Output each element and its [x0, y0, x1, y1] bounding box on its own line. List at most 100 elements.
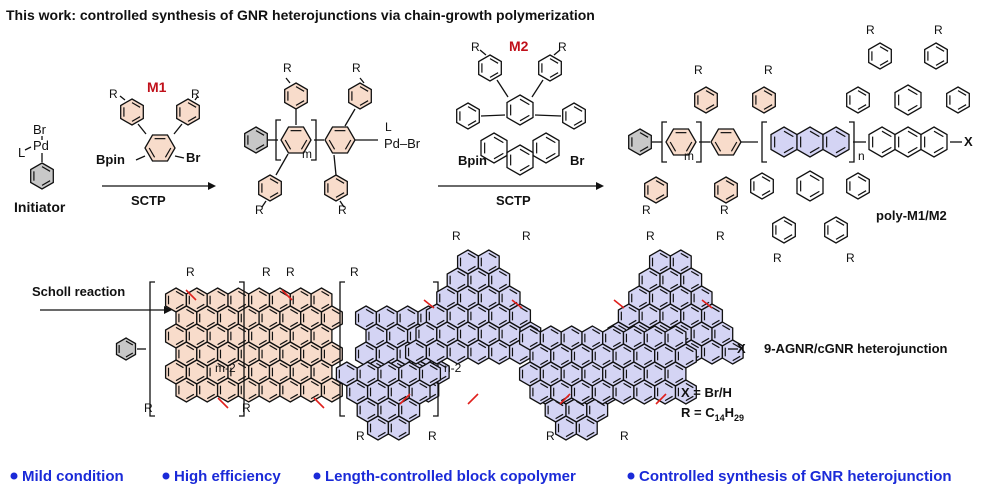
gnr-r-label: R: [144, 401, 153, 415]
cgnr-ring: [418, 361, 442, 387]
initiator-pd-label: Pd: [33, 138, 49, 153]
bracket-m-left: [661, 121, 667, 163]
bullet-dot-1: [10, 472, 18, 480]
end-phenyl-ring: [628, 128, 652, 156]
aryl-ring: [478, 54, 502, 82]
gnr-r-label: R: [646, 229, 655, 243]
poly-r-8: R: [846, 251, 855, 265]
m2-r-left: R: [471, 40, 480, 54]
m2-bpin-label: Bpin: [458, 153, 487, 168]
end-ring: [868, 126, 896, 158]
monomer-m1-structure: M1 R R Bpin Br: [96, 79, 200, 167]
agnr-ring: [196, 377, 219, 403]
poly-n-subscript: n: [858, 149, 865, 163]
gnr-r-label: R: [286, 265, 295, 279]
aryl-ring: [644, 176, 668, 204]
cgnr-ring: [335, 361, 358, 387]
end-ring: [894, 126, 922, 158]
cgnr-ring: [377, 361, 400, 387]
new-cc-bond: [613, 299, 625, 309]
end-phenyl-ring: [115, 337, 137, 361]
cgnr-ring: [680, 303, 703, 329]
m2-br-label: Br: [570, 153, 584, 168]
agnr-ring: [279, 377, 302, 403]
bracket-left: [275, 119, 281, 161]
aryl-ring: [924, 42, 948, 70]
cgnr-ring: [700, 339, 724, 365]
initiator-structure: Br Pd L Initiator: [14, 122, 66, 215]
phenyl-ring: [750, 172, 774, 200]
feature-bullets: Mild condition High efficiency Length-co…: [10, 468, 952, 485]
gnr-bracket-m-mid: [239, 281, 245, 417]
poly-r-7: R: [773, 251, 782, 265]
bullet-dot-3: [313, 472, 321, 480]
new-cc-bond: [655, 393, 667, 405]
new-cc-bond: [511, 299, 523, 309]
aryl-ring: [824, 216, 848, 244]
agnr-ring: [375, 341, 398, 367]
aryl-ring: [120, 98, 144, 126]
sctp-arrow-2: SCTP: [438, 182, 604, 208]
new-cc-bond: [185, 289, 197, 301]
x-definition: X = Br/H: [681, 385, 732, 400]
cgnr-ring: [612, 379, 635, 405]
poly-m-subscript: m: [684, 149, 694, 163]
r-definition: R = C14H29: [681, 405, 744, 423]
agnr-ring: [185, 359, 208, 385]
cgnr-ring: [539, 325, 562, 351]
backbone-ring: [665, 128, 697, 156]
scholl-arrow: Scholl reaction: [32, 284, 172, 314]
gnr-r-label: R: [350, 265, 359, 279]
gnr-m-2-subscript: m-2: [215, 361, 236, 375]
backbone-ring: [822, 126, 850, 158]
poly-r-4: R: [934, 23, 943, 37]
m1-br-label: Br: [186, 150, 200, 165]
m1-r-left: R: [109, 87, 118, 101]
poly-r-6: R: [720, 203, 729, 217]
gnr-n-2-subscript: n-2: [444, 361, 462, 375]
cgnr-ring: [425, 339, 448, 365]
phenyl-ring: [30, 162, 54, 190]
m1-bpin-label: Bpin: [96, 152, 125, 167]
agnr-ring: [175, 377, 198, 403]
end-phenyl-ring: [244, 126, 268, 154]
int-r-top-right: R: [352, 61, 361, 75]
backbone-ring: [770, 126, 798, 158]
gnr-r-label: R: [356, 429, 365, 443]
phenyl-ring: [562, 102, 586, 130]
sctp-label-2: SCTP: [496, 193, 531, 208]
new-cc-bond: [281, 289, 293, 301]
cgnr-ring: [591, 379, 614, 405]
end-ring: [920, 126, 948, 158]
cgnr-ring: [550, 379, 573, 405]
aryl-ring: [258, 174, 282, 202]
cgnr-ring: [404, 339, 428, 365]
gnr-r-label: R: [452, 229, 461, 243]
aryl-ring: [714, 176, 738, 204]
bullet-mild-condition: Mild condition: [22, 468, 124, 485]
aryl-ring: [772, 216, 796, 244]
aryl-ring: [176, 98, 200, 126]
cgnr-ring: [633, 379, 656, 405]
scheme-title: This work: controlled synthesis of GNR h…: [6, 7, 595, 23]
initiator-label: Initiator: [14, 199, 66, 215]
poly-r-1: R: [694, 63, 703, 77]
gnr-bracket-n-left: [339, 281, 345, 417]
sctp-arrow-1: SCTP: [102, 182, 216, 208]
agnr-ring: [216, 377, 240, 403]
bullet-length-controlled: Length-controlled block copolymer: [325, 468, 576, 485]
agnr-ring: [258, 377, 281, 403]
int-r-bottom-right: R: [338, 203, 347, 217]
phenanthrene-ring: [506, 144, 534, 176]
cgnr-ring: [570, 379, 594, 405]
int-ligand: L: [385, 120, 392, 134]
phenyl-ring: [946, 86, 970, 114]
agnr-ring: [237, 377, 260, 403]
cgnr-ring: [356, 361, 379, 387]
poly-r-2: R: [764, 63, 773, 77]
cgnr-ring: [654, 379, 677, 405]
m1-label: M1: [147, 79, 167, 95]
new-cc-bond: [701, 299, 713, 309]
